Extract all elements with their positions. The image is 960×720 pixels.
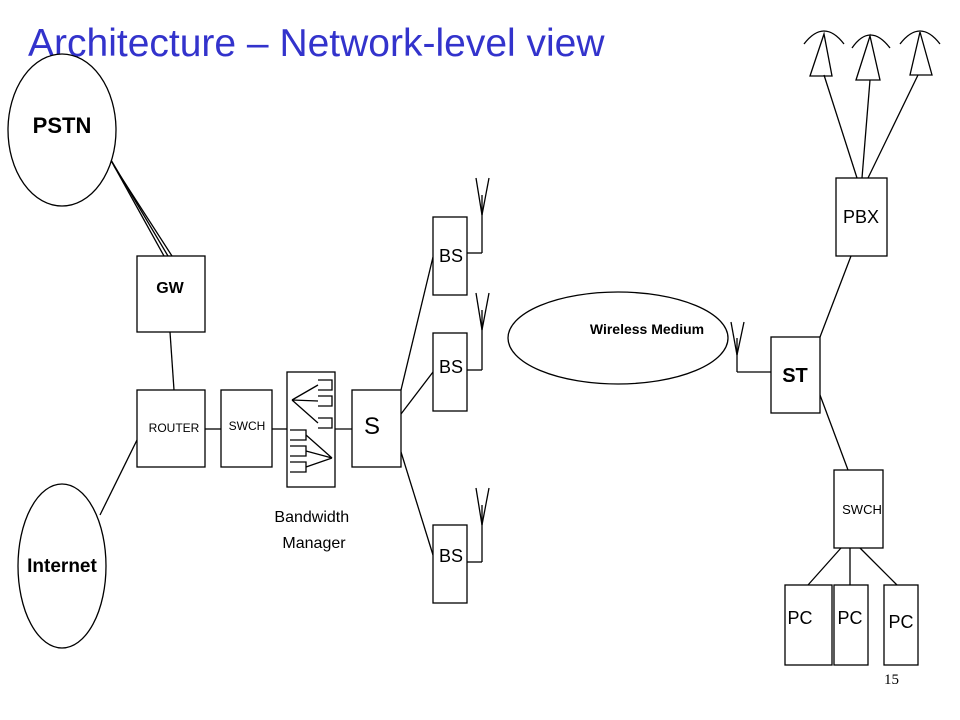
pstn-label: PSTN <box>33 113 92 138</box>
router-box <box>136 389 206 468</box>
pbx: PBX <box>835 177 888 257</box>
base-station-top-antenna-icon <box>467 177 490 254</box>
wireless-medium: Wireless Medium <box>507 291 745 385</box>
left-switch-box <box>220 389 273 468</box>
base-station-top-label: BS <box>439 246 463 266</box>
central-switch: S <box>351 389 402 468</box>
pbx-label: PBX <box>843 207 879 227</box>
gw-router-line <box>169 331 175 391</box>
pbx-antenna-line-1 <box>823 74 858 179</box>
internet-ellipse <box>17 483 107 649</box>
switch-bs-middle-line <box>400 371 434 415</box>
pstn-cloud: PSTN <box>7 53 117 207</box>
subscriber-terminal-label: ST <box>782 365 808 387</box>
base-station-middle-antenna-icon <box>467 292 490 371</box>
base-station-middle-label: BS <box>439 357 463 377</box>
base-station-bottom-antenna-icon <box>467 487 490 563</box>
base-station-top: BS <box>432 177 490 296</box>
page-title: Architecture – Network-level view <box>28 22 605 65</box>
dish-antenna-icon-1 <box>803 30 845 77</box>
bandwidth-manager: Bandwidth Manager <box>274 371 353 552</box>
st-swch-line <box>819 394 849 471</box>
pc-1-box <box>784 584 833 666</box>
central-switch-label: S <box>364 413 380 440</box>
bandwidth-manager-label: Bandwidth Manager <box>274 509 353 552</box>
switch-bs-top-line <box>400 256 434 391</box>
pbx-box <box>835 177 888 257</box>
bandwidth-manager-symbol <box>290 379 333 473</box>
pc-1-label: PC <box>787 608 812 628</box>
pstn-ellipse <box>7 53 117 207</box>
swch-pc1-line <box>807 547 842 586</box>
switch-bs-bottom-line <box>400 451 434 556</box>
connections <box>99 74 919 586</box>
gateway-label: GW <box>156 280 184 297</box>
internet-router-line <box>99 439 138 516</box>
internet-cloud: Internet <box>17 483 107 649</box>
wireless-medium-label: Wireless Medium <box>590 321 704 337</box>
router-label: ROUTER <box>149 421 200 435</box>
dish-antenna-icon-3 <box>899 30 941 76</box>
pc-2: PC <box>833 584 869 666</box>
pc-2-label: PC <box>837 608 862 628</box>
page-number: 15 <box>884 672 899 688</box>
subscriber-terminal-box <box>770 336 821 414</box>
bandwidth-manager-label-line-1: Bandwidth <box>274 509 349 526</box>
gateway-box <box>136 255 206 333</box>
base-station-top-box <box>432 216 468 296</box>
internet-label: Internet <box>27 556 97 577</box>
base-station-middle: BS <box>432 292 490 412</box>
pc-3-box <box>883 584 919 666</box>
pc-2-box <box>833 584 869 666</box>
central-switch-box <box>351 389 402 468</box>
bandwidth-manager-label-line-2: Manager <box>282 535 346 552</box>
right-switch: SWCH <box>833 469 884 549</box>
router: ROUTER <box>136 389 206 468</box>
subscriber-antenna-icon <box>730 321 745 372</box>
subscriber-terminal: ST <box>770 336 821 414</box>
wireless-medium-ellipse <box>507 291 729 385</box>
left-switch: SWCH <box>220 389 273 468</box>
left-switch-label: SWCH <box>229 419 266 433</box>
pbx-antenna-line-3 <box>867 74 919 179</box>
right-switch-label: SWCH <box>842 502 882 517</box>
bandwidth-manager-box <box>286 371 336 488</box>
swch-pc3-line <box>859 547 898 586</box>
pstn-gw-line-3 <box>113 165 173 257</box>
dish-antenna-icon-2 <box>851 33 891 81</box>
pc-1: PC <box>784 584 833 666</box>
gateway: GW <box>136 255 206 333</box>
pc-3-label: PC <box>888 612 913 632</box>
base-station-bottom: BS <box>432 487 490 604</box>
pbx-antenna-line-2 <box>861 79 871 179</box>
base-station-bottom-label: BS <box>439 546 463 566</box>
base-station-bottom-box <box>432 524 468 604</box>
base-station-middle-box <box>432 332 468 412</box>
pc-3: PC <box>883 584 919 666</box>
pbx-st-line <box>819 255 852 338</box>
right-switch-box <box>833 469 884 549</box>
